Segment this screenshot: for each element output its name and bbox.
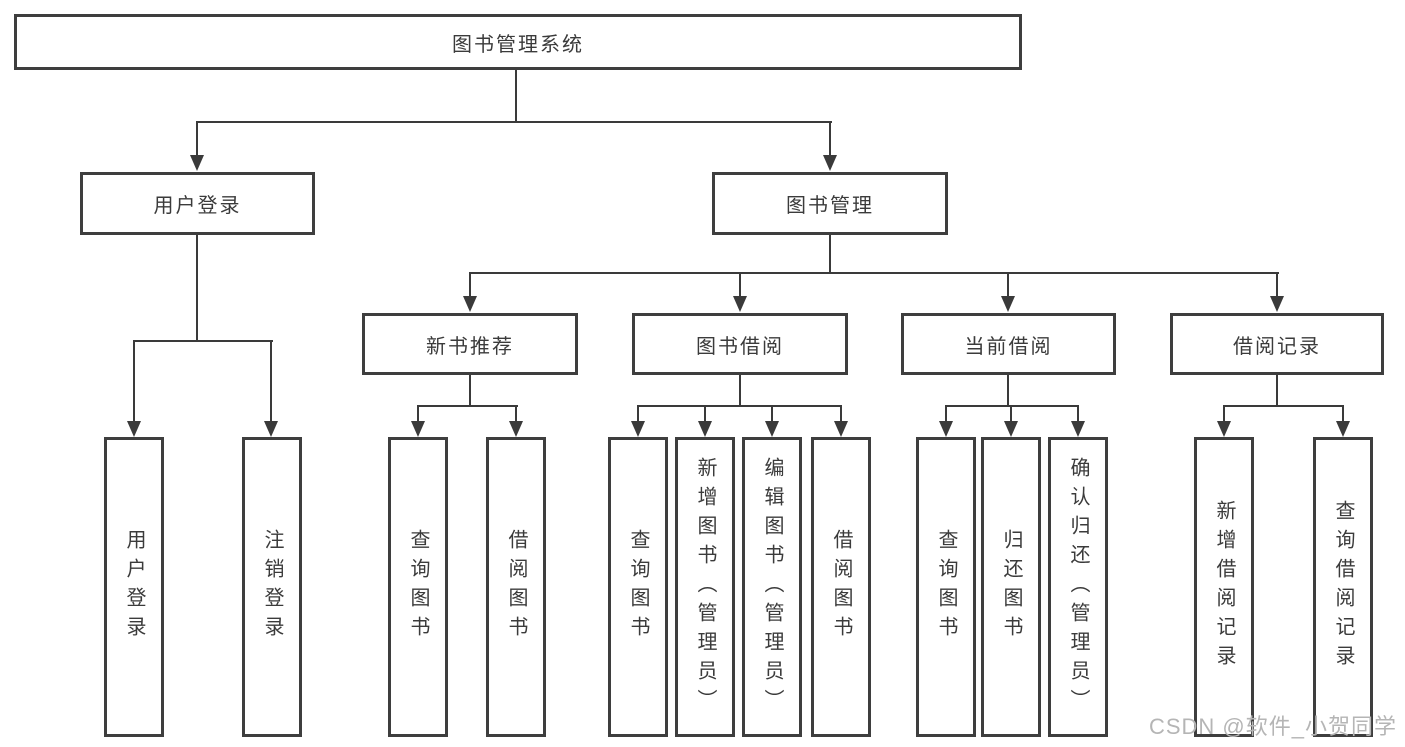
leaf-borrow-books-1-label: 借阅图书 (505, 529, 527, 645)
arrow-down-icon (1071, 421, 1085, 437)
connector-book-borrow-drop-3 (771, 405, 773, 423)
arrow-down-icon (1217, 421, 1231, 437)
node-new-book-recommend: 新书推荐 (362, 313, 578, 375)
leaf-query-books-3: 查询图书 (916, 437, 976, 737)
node-current-borrow: 当前借阅 (901, 313, 1116, 375)
arrow-down-icon (264, 421, 278, 437)
arrow-down-icon (463, 296, 477, 312)
connector-new-book-stub (469, 375, 471, 406)
leaf-edit-books-admin: 编辑图书（管理员） (742, 437, 802, 737)
leaf-user-login: 用户登录 (104, 437, 164, 737)
arrow-down-icon (823, 155, 837, 171)
connector-root-rail (196, 121, 832, 123)
connector-user-login-drop-1 (133, 340, 135, 422)
connector-book-mgmt-drop-4 (1276, 272, 1278, 298)
leaf-add-borrow-record-label: 新增借阅记录 (1213, 500, 1235, 674)
connector-current-borrow-drop-3 (1077, 405, 1079, 423)
connector-book-mgmt-drop-1 (469, 272, 471, 298)
connector-new-book-drop-2 (515, 405, 517, 423)
connector-current-borrow-drop-1 (945, 405, 947, 423)
node-root: 图书管理系统 (14, 14, 1022, 70)
connector-new-book-drop-1 (417, 405, 419, 423)
arrow-down-icon (1336, 421, 1350, 437)
node-root-label: 图书管理系统 (452, 33, 584, 56)
node-book-management-label: 图书管理 (786, 195, 874, 217)
arrow-down-icon (127, 421, 141, 437)
arrow-down-icon (1004, 421, 1018, 437)
connector-new-book-rail (417, 405, 518, 407)
watermark: CSDN @软件_小贺同学 (1148, 714, 1397, 739)
node-book-management: 图书管理 (712, 172, 948, 235)
node-new-book-recommend-label: 新书推荐 (426, 335, 514, 358)
arrow-down-icon (698, 421, 712, 437)
connector-book-borrow-stub (739, 375, 741, 406)
leaf-logout-label: 注销登录 (261, 529, 283, 645)
connector-user-login-rail (133, 340, 273, 342)
node-user-login: 用户登录 (80, 172, 315, 235)
node-borrow-records: 借阅记录 (1170, 313, 1384, 375)
connector-book-mgmt-drop-2 (739, 272, 741, 298)
leaf-user-login-label: 用户登录 (123, 529, 145, 645)
leaf-add-books-admin: 新增图书（管理员） (675, 437, 735, 737)
connector-root-drop-right (829, 121, 831, 157)
leaf-query-books-2: 查询图书 (608, 437, 668, 737)
connector-book-mgmt-rail (469, 272, 1279, 274)
arrow-down-icon (834, 421, 848, 437)
leaf-confirm-return-admin: 确认归还（管理员） (1048, 437, 1108, 737)
leaf-borrow-books-1: 借阅图书 (486, 437, 546, 737)
arrow-down-icon (631, 421, 645, 437)
leaf-borrow-books-2: 借阅图书 (811, 437, 871, 737)
connector-current-borrow-stub (1007, 375, 1009, 406)
arrow-down-icon (765, 421, 779, 437)
connector-user-login-drop-2 (270, 340, 272, 422)
connector-borrow-records-rail (1223, 405, 1344, 407)
leaf-add-books-admin-label: 新增图书（管理员） (694, 456, 716, 718)
node-user-login-label: 用户登录 (153, 195, 242, 217)
connector-user-login-stub (196, 235, 198, 341)
connector-book-borrow-drop-4 (840, 405, 842, 423)
node-book-borrow: 图书借阅 (632, 313, 848, 375)
connector-current-borrow-drop-2 (1010, 405, 1012, 423)
connector-root-stub (515, 70, 517, 122)
leaf-query-books-2-label: 查询图书 (627, 529, 649, 645)
leaf-query-books-3-label: 查询图书 (935, 529, 957, 645)
connector-root-drop-left (196, 121, 198, 157)
arrow-down-icon (411, 421, 425, 437)
leaf-confirm-return-admin-label: 确认归还（管理员） (1067, 456, 1089, 718)
node-book-borrow-label: 图书借阅 (696, 335, 784, 358)
node-current-borrow-label: 当前借阅 (964, 335, 1053, 358)
leaf-query-books-1-label: 查询图书 (407, 529, 429, 645)
leaf-query-borrow-record: 查询借阅记录 (1313, 437, 1373, 737)
arrow-down-icon (733, 296, 747, 312)
connector-book-borrow-drop-1 (637, 405, 639, 423)
leaf-add-borrow-record: 新增借阅记录 (1194, 437, 1254, 737)
leaf-query-borrow-record-label: 查询借阅记录 (1332, 500, 1354, 674)
connector-borrow-records-drop-1 (1223, 405, 1225, 423)
leaf-borrow-books-2-label: 借阅图书 (830, 529, 852, 645)
connector-borrow-records-stub (1276, 375, 1278, 406)
arrow-down-icon (509, 421, 523, 437)
arrow-down-icon (939, 421, 953, 437)
connector-book-borrow-rail (637, 405, 842, 407)
node-borrow-records-label: 借阅记录 (1233, 335, 1321, 358)
connector-book-mgmt-drop-3 (1007, 272, 1009, 298)
leaf-edit-books-admin-label: 编辑图书（管理员） (761, 456, 783, 718)
arrow-down-icon (1270, 296, 1284, 312)
leaf-query-books-1: 查询图书 (388, 437, 448, 737)
leaf-logout: 注销登录 (242, 437, 302, 737)
arrow-down-icon (1001, 296, 1015, 312)
leaf-return-books-label: 归还图书 (1000, 529, 1022, 645)
leaf-return-books: 归还图书 (981, 437, 1041, 737)
arrow-down-icon (190, 155, 204, 171)
connector-book-mgmt-stub (829, 235, 831, 273)
connector-current-borrow-rail (945, 405, 1079, 407)
connector-borrow-records-drop-2 (1342, 405, 1344, 423)
connector-book-borrow-drop-2 (704, 405, 706, 423)
